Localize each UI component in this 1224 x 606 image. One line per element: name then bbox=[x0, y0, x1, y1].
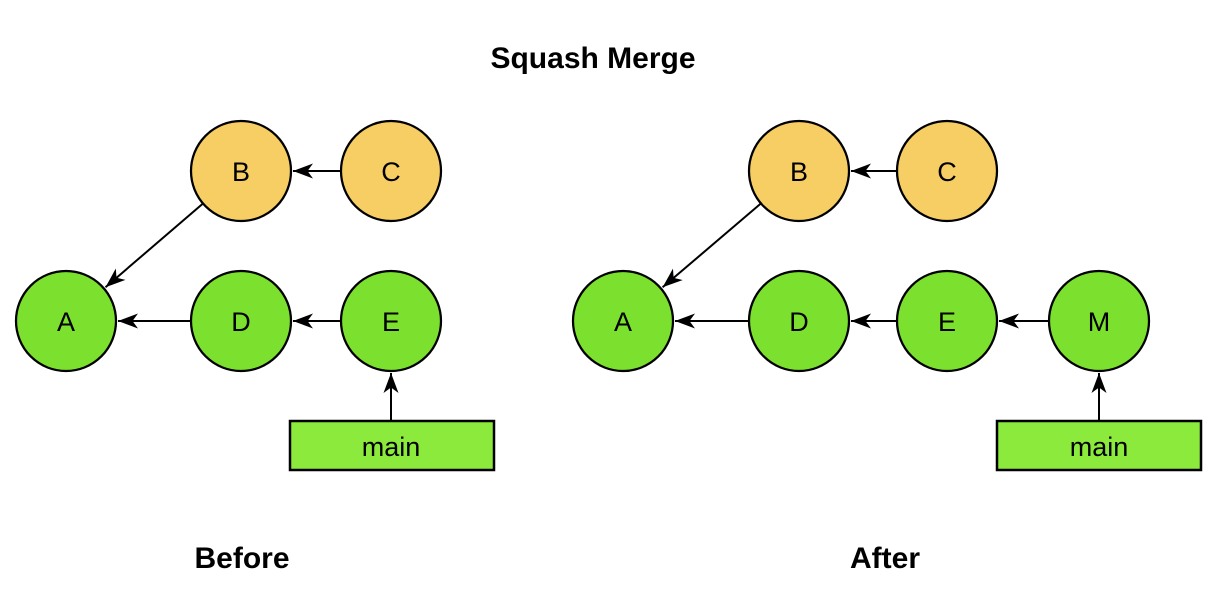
after-caption: After bbox=[850, 542, 920, 575]
commit-label-d-before: D bbox=[231, 307, 251, 337]
commit-label-c-after: C bbox=[937, 157, 957, 187]
commit-label-e-after: E bbox=[938, 307, 956, 337]
arrow-b-to-a-before bbox=[104, 202, 204, 288]
commit-node-d-before bbox=[189, 269, 293, 373]
commit-node-b-before bbox=[189, 119, 293, 223]
commit-node-e-after bbox=[895, 269, 999, 373]
commit-label-d-after: D bbox=[789, 307, 809, 337]
before-caption: Before bbox=[194, 542, 289, 575]
commit-node-d-after bbox=[747, 269, 851, 373]
commit-node-e-before bbox=[339, 269, 443, 373]
commit-node-c-before bbox=[339, 119, 443, 223]
commit-label-a-before: A bbox=[57, 307, 75, 337]
commit-node-m-after bbox=[1047, 269, 1151, 373]
commit-label-c-before: C bbox=[381, 157, 401, 187]
arrow-b-to-a-after bbox=[661, 202, 762, 289]
commit-node-a-before bbox=[14, 269, 118, 373]
commit-label-b-before: B bbox=[232, 157, 250, 187]
commit-label-b-after: B bbox=[790, 157, 808, 187]
main-branch-label-before: main bbox=[362, 432, 421, 462]
diagram-title: Squash Merge bbox=[490, 42, 695, 75]
commit-label-a-after: A bbox=[614, 307, 632, 337]
commit-label-e-before: E bbox=[382, 307, 400, 337]
commit-node-b-after bbox=[747, 119, 851, 223]
main-branch-box-before bbox=[288, 419, 496, 472]
main-branch-label-after: main bbox=[1070, 432, 1129, 462]
commit-label-m-after: M bbox=[1088, 307, 1111, 337]
after-graph: A B C D E M main After bbox=[571, 119, 1203, 575]
commit-node-c-after bbox=[895, 119, 999, 223]
before-graph: A B C D E main Before bbox=[14, 119, 496, 575]
main-branch-box-after bbox=[995, 419, 1203, 472]
commit-node-a-after bbox=[571, 269, 675, 373]
